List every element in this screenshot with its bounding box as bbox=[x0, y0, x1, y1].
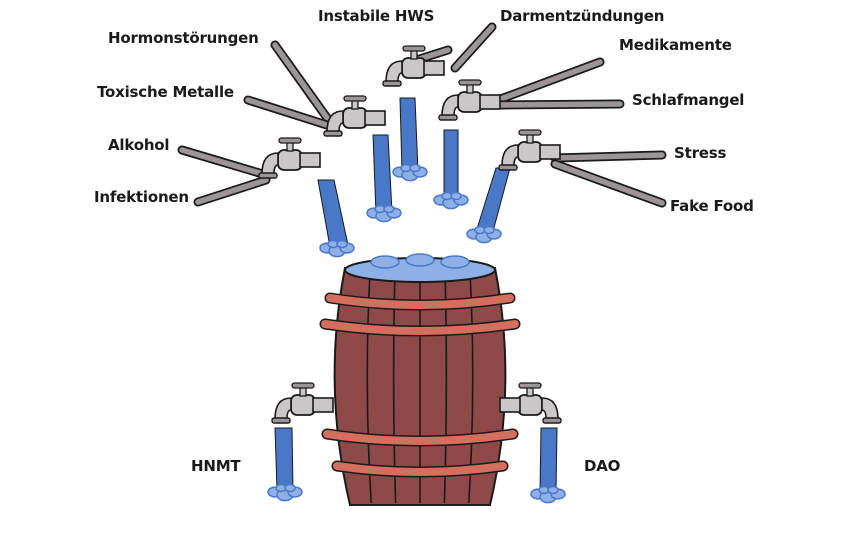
water-streams bbox=[267, 97, 566, 504]
barrel-hoop bbox=[323, 430, 517, 445]
splash-icon bbox=[319, 239, 355, 258]
inflow-label-stress: Stress bbox=[674, 144, 727, 162]
splash-icon bbox=[405, 253, 435, 267]
splash-icon bbox=[366, 204, 402, 223]
pipe-icon bbox=[495, 59, 603, 103]
splash-icon bbox=[466, 225, 502, 244]
inflow-label-instabile-hws: Instabile HWS bbox=[318, 7, 435, 25]
splash-icon bbox=[440, 255, 470, 269]
inflow-label-medikamente: Medikamente bbox=[619, 36, 732, 54]
inflow-label-darmentzuendungen: Darmentzündungen bbox=[500, 7, 665, 25]
water-stream-icon bbox=[443, 129, 459, 201]
inflow-label-fake-food: Fake Food bbox=[670, 197, 754, 215]
pipe-icon bbox=[452, 24, 495, 71]
faucet-icon bbox=[258, 137, 321, 179]
pipe-icon bbox=[552, 161, 665, 206]
pipe-icon bbox=[195, 177, 269, 205]
splash-icon bbox=[392, 163, 428, 182]
barrel-hoop bbox=[321, 320, 519, 335]
faucet-icon bbox=[382, 45, 445, 87]
barrel-icon bbox=[319, 253, 521, 506]
pipe-icon bbox=[272, 42, 333, 125]
water-stream-icon bbox=[372, 134, 393, 215]
faucet-icon bbox=[438, 79, 501, 121]
splash-icon bbox=[267, 483, 303, 502]
splash-icon bbox=[370, 255, 400, 269]
faucet-icon bbox=[271, 382, 334, 424]
barrel-hoop bbox=[333, 462, 507, 476]
pipe-icon bbox=[495, 101, 623, 108]
water-stream-icon bbox=[317, 179, 349, 248]
splash-icon bbox=[530, 485, 566, 504]
pipe-icon bbox=[179, 147, 269, 178]
faucet-icon bbox=[499, 382, 562, 424]
inflow-label-hormonstoerungen: Hormonstörungen bbox=[108, 29, 259, 47]
pipes bbox=[177, 22, 667, 208]
splash-icon bbox=[433, 191, 469, 210]
pipe-icon bbox=[245, 97, 333, 129]
outflow-label-dao: DAO bbox=[584, 457, 621, 475]
inflow-label-toxische-metalle: Toxische Metalle bbox=[97, 83, 234, 101]
inflow-label-schlafmangel: Schlafmangel bbox=[632, 91, 745, 109]
barrel-hoop bbox=[326, 294, 514, 309]
inflow-label-infektionen: Infektionen bbox=[94, 188, 189, 206]
faucets bbox=[258, 45, 562, 424]
water-stream-icon bbox=[274, 427, 294, 491]
water-stream-icon bbox=[399, 97, 419, 173]
water-stream-icon bbox=[539, 427, 558, 493]
faucet-icon bbox=[323, 95, 386, 137]
pipe-icon bbox=[552, 152, 665, 161]
outflow-label-hnmt: HNMT bbox=[191, 457, 241, 475]
faucet-icon bbox=[498, 129, 561, 171]
inflow-label-alkohol: Alkohol bbox=[108, 136, 170, 154]
water-stream-icon bbox=[475, 167, 511, 236]
